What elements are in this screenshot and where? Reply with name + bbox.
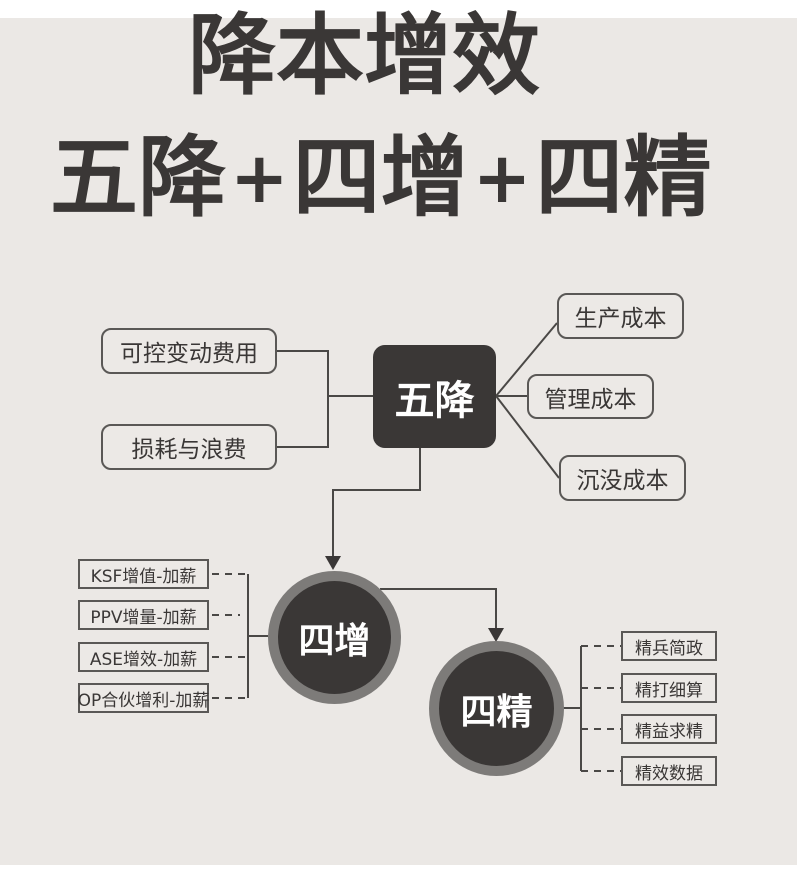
plus-sign: + [230,137,289,219]
arrow-down-icon [325,556,341,570]
sijing-item: 精打细算 [621,673,717,703]
formula-part-sijing: 四精 [535,126,712,229]
wujiang-right-item: 生产成本 [557,293,684,339]
sijing-item: 精效数据 [621,756,717,786]
wujiang-left-item: 损耗与浪费 [101,424,277,470]
main-title: 降本增效 [188,4,541,107]
sizeng-item: PPV增量-加薪 [78,600,209,630]
subtitle-formula: 五降+四增+四精 [50,128,711,228]
sizeng-item: KSF增值-加薪 [78,559,209,589]
formula-part-sizeng: 四增 [292,126,469,229]
sijing-item: 精兵简政 [621,631,717,661]
plus-sign: + [472,137,532,219]
wujiang-hub: 五降 [373,345,496,448]
sizeng-circle: 四增 [268,571,401,704]
wujiang-right-item: 沉没成本 [559,455,686,501]
wujiang-right-item: 管理成本 [527,374,654,419]
formula-part-wujiang: 五降 [50,126,227,229]
sijing-circle: 四精 [429,641,564,776]
arrow-down-icon [488,628,504,642]
sijing-item: 精益求精 [621,714,717,744]
wujiang-left-item: 可控变动费用 [101,328,277,374]
sizeng-item: OP合伙增利-加薪 [78,683,209,713]
sizeng-item: ASE增效-加薪 [78,642,209,672]
